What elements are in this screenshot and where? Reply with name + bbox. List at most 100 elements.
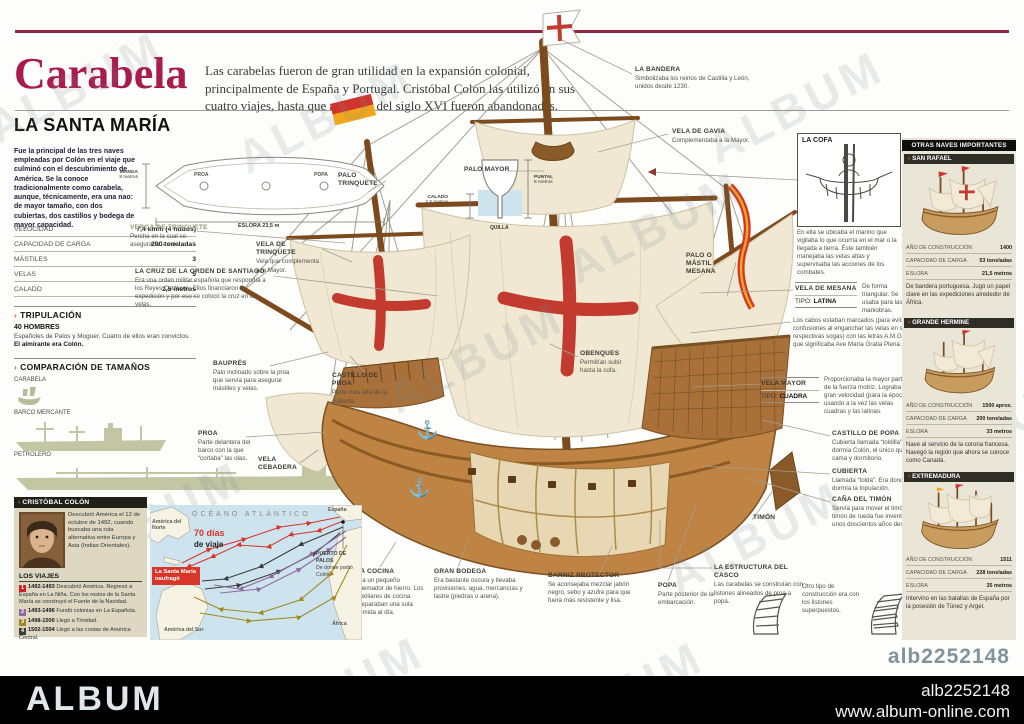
comparacion-item-carabela: CARABELA xyxy=(14,377,47,383)
callout-vela-mesana-desc: De forma triangular. Se usaba para las m… xyxy=(862,283,903,315)
footer-image-id: alb2252148 xyxy=(921,681,1010,700)
image-id-grey: alb2252148 xyxy=(887,645,1010,668)
mercante-silhouette xyxy=(16,422,166,451)
map-label-africa: África xyxy=(332,621,347,627)
hull-planks-diagram xyxy=(752,593,788,635)
callout-vela-mesana: VELA DE MESANA TIPO: LATINA xyxy=(795,282,857,309)
arrow-icon: › xyxy=(908,155,911,162)
callout-palo-mesana: PALO O MÁSTIL MESANA xyxy=(686,252,716,276)
arrow-icon: › xyxy=(908,319,911,326)
arrow-icon: › xyxy=(18,499,21,506)
top-rule xyxy=(15,30,1009,33)
colon-heading: ›CRISTÓBAL COLÓN xyxy=(14,497,147,508)
callout-palo-mayor: PALO MAYOR xyxy=(464,166,510,173)
comparacion-heading: ›COMPARACIÓN DE TAMAÑOS xyxy=(14,362,151,372)
viaje-number-chip: 1 xyxy=(19,585,26,592)
dim-proa-label: PROA xyxy=(194,172,209,178)
callout-timon: TIMÓN xyxy=(753,514,776,521)
viaje-number-chip: 3 xyxy=(19,619,26,626)
footer-bar: ALBUM alb2252148 www.album-online.com xyxy=(0,676,1024,724)
comparacion-item-mercante: BARCO MERCANTE xyxy=(14,410,71,416)
colon-bio: Descubrió América el 12 de octubre de 14… xyxy=(68,512,141,549)
hull-section-diagram: QUILLA xyxy=(466,159,532,231)
carabela-silhouette xyxy=(18,387,41,405)
tripulacion-text: Españoles de Palos y Moguer. Cuatro de e… xyxy=(14,333,190,349)
cofa-title: LA COFA xyxy=(802,137,833,144)
callout-vela-cebadera: VELA CEBADERA xyxy=(258,456,297,472)
ship-card-heading-san-rafael: ›SAN RAFAEL xyxy=(904,154,1014,164)
callout-vela-mayor: VELA MAYOR TIPO: CUADRA xyxy=(761,377,819,404)
map-label-america-sur: América del Sur xyxy=(164,627,204,633)
dim-eslora-label: ESLORA 23,5 m xyxy=(238,223,279,228)
arrow-icon: › xyxy=(908,473,911,480)
page-title: Carabela xyxy=(14,49,188,98)
album-watermark: ALBUM xyxy=(378,290,573,424)
dim-popa-label: POPA xyxy=(314,172,328,178)
ship-card-heading-grande-hermine: ›GRANDE HERMINE xyxy=(904,318,1014,328)
cofa-caption: En ella se ubicaba el marino que vigilab… xyxy=(797,229,897,277)
cofa-drawing xyxy=(806,144,892,222)
map-label-america-norte: América del Norte xyxy=(152,519,182,531)
santa-maria-description: Fue la principal de las tres naves emple… xyxy=(14,148,135,229)
arrow-icon: › xyxy=(14,310,18,320)
grande-hermine-illustration xyxy=(924,330,996,394)
san-rafael-illustration xyxy=(921,166,999,235)
cristobal-colon-box: ›CRISTÓBAL COLÓN Descubrió América el 12… xyxy=(14,497,147,641)
header-divider xyxy=(15,110,1009,111)
map-label-espana: España xyxy=(328,507,347,513)
callout-palo-trinquete: PALO TRINQUETE xyxy=(338,172,378,188)
callout-casco-alt: Otro tipo de construcción era con los li… xyxy=(802,583,860,615)
footer-url[interactable]: www.album-online.com xyxy=(835,702,1010,722)
viajes-heading: LOS VIAJES xyxy=(19,573,142,582)
callout-vela-mayor-desc: Proporcionaba la mayor parte de la fuerz… xyxy=(824,376,908,416)
ship-description: Nave al servicio de la corona francesa. … xyxy=(906,442,1010,464)
section-title-santa-maria: LA SANTA MARÍA xyxy=(14,115,171,135)
callout-cabos: Los cabos estaban marcados (para evitar … xyxy=(793,317,910,349)
anchor-icon: ⚓ xyxy=(416,419,438,440)
dim-quilla-label: QUILLA xyxy=(490,225,509,231)
ship-description: Intervino en las batallas de España por … xyxy=(906,596,1010,610)
ship-card-heading-extremadura: ›EXTREMADURA xyxy=(904,472,1014,482)
divider xyxy=(14,306,196,307)
tripulacion-heading: ›TRIPULACIÓN xyxy=(14,310,82,320)
album-logo: ALBUM xyxy=(26,680,164,718)
divider xyxy=(14,358,196,359)
hull-topview-diagram: PROA POPA ESLORA 23,5 m xyxy=(142,156,385,228)
